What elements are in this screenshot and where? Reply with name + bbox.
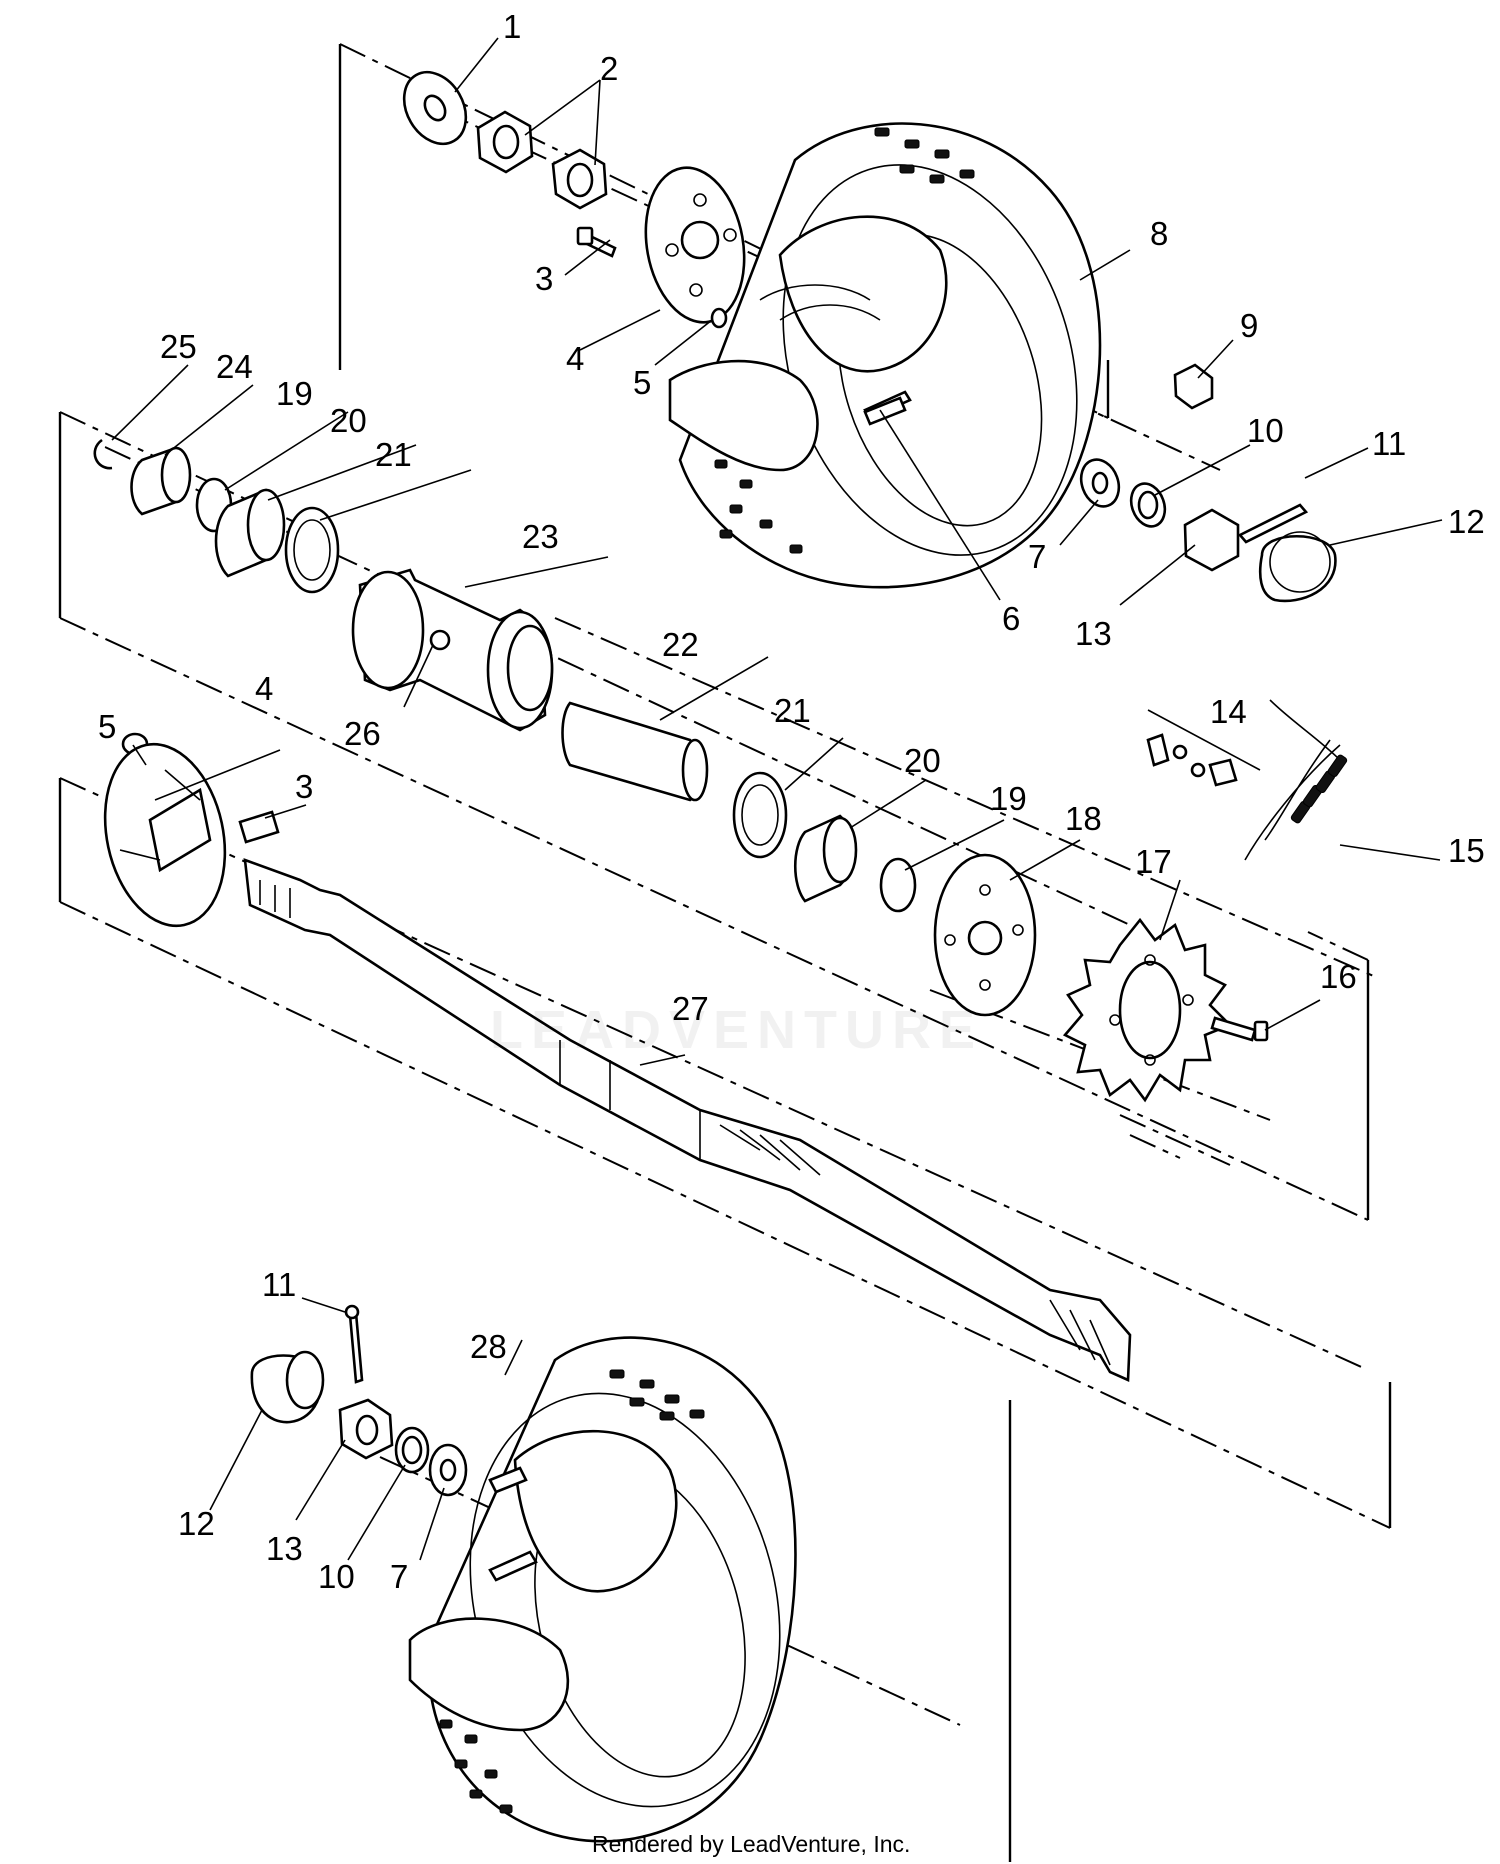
callout-4: 4 xyxy=(566,340,584,377)
callout-7-lower: 7 xyxy=(390,1558,408,1595)
leader-lines xyxy=(111,37,1443,1561)
callout-23: 23 xyxy=(522,518,559,555)
callout-18: 18 xyxy=(1065,800,1102,837)
cap-12 xyxy=(1258,535,1337,603)
callout-14: 14 xyxy=(1210,693,1247,730)
upper-hub-parts xyxy=(402,70,1337,603)
callout-5-lower: 5 xyxy=(98,708,116,745)
bolt-3-lower xyxy=(238,810,280,844)
master-link-14 xyxy=(1146,709,1261,787)
cotter-pin-11 xyxy=(1237,503,1309,544)
callout-3-lower: 3 xyxy=(295,768,313,805)
callout-9: 9 xyxy=(1240,307,1258,344)
callout-10-lower: 10 xyxy=(318,1558,355,1595)
callout-13: 13 xyxy=(1075,615,1112,652)
callout-12: 12 xyxy=(1448,503,1485,540)
lower-fasteners xyxy=(250,1304,468,1497)
sprocket-and-chain xyxy=(1062,699,1348,1103)
stud-6 xyxy=(863,396,907,426)
cotter-pin-11-lower xyxy=(348,1311,364,1384)
circlip-25 xyxy=(93,438,113,470)
upper-wheel xyxy=(668,122,1102,589)
hub-and-axle xyxy=(103,732,1132,1382)
callout-20-lower: 20 xyxy=(904,742,941,779)
credit-text: Rendered by LeadVenture, Inc. xyxy=(592,1831,910,1857)
callout-7: 7 xyxy=(1028,538,1046,575)
callout-25: 25 xyxy=(160,328,197,365)
watermark-text: LEADVENTURE xyxy=(490,1000,983,1060)
callout-27: 27 xyxy=(672,990,709,1027)
callout-3: 3 xyxy=(535,260,553,297)
bolt-16 xyxy=(1210,1016,1257,1042)
nut-9 xyxy=(1173,363,1214,410)
callout-20: 20 xyxy=(330,402,367,439)
callout-17: 17 xyxy=(1135,843,1172,880)
callout-21-lower: 21 xyxy=(774,692,811,729)
callout-19: 19 xyxy=(276,375,313,412)
o-ring-19b xyxy=(879,857,917,913)
callout-11: 11 xyxy=(1372,425,1406,462)
callout-10: 10 xyxy=(1247,412,1284,449)
callout-4-lower: 4 xyxy=(255,670,273,707)
callout-2: 2 xyxy=(600,50,618,87)
lower-wheel xyxy=(408,1336,797,1843)
callouts: 1 2 3 4 5 6 7 8 9 10 11 12 13 25 24 19 2… xyxy=(98,8,1485,1595)
castle-nut-13 xyxy=(1183,508,1240,572)
callout-13-lower: 13 xyxy=(266,1530,303,1567)
callout-12-lower: 12 xyxy=(178,1505,215,1542)
callout-5: 5 xyxy=(633,364,651,401)
callout-21: 21 xyxy=(375,436,412,473)
callout-1: 1 xyxy=(503,8,521,45)
bearing-carrier-assembly xyxy=(93,438,1037,1017)
chain-15 xyxy=(1244,699,1341,861)
callout-15: 15 xyxy=(1448,832,1485,869)
callout-16: 16 xyxy=(1320,958,1357,995)
callout-24: 24 xyxy=(216,348,253,385)
nut-5 xyxy=(710,307,728,329)
callout-11-lower: 11 xyxy=(262,1266,296,1303)
axle-27 xyxy=(243,858,1132,1382)
callout-22: 22 xyxy=(662,626,699,663)
callout-6: 6 xyxy=(1002,600,1020,637)
callout-8: 8 xyxy=(1150,215,1168,252)
callout-28: 28 xyxy=(470,1328,507,1365)
spacer-22 xyxy=(561,701,703,802)
callout-26: 26 xyxy=(344,715,381,752)
callout-19-lower: 19 xyxy=(990,780,1027,817)
